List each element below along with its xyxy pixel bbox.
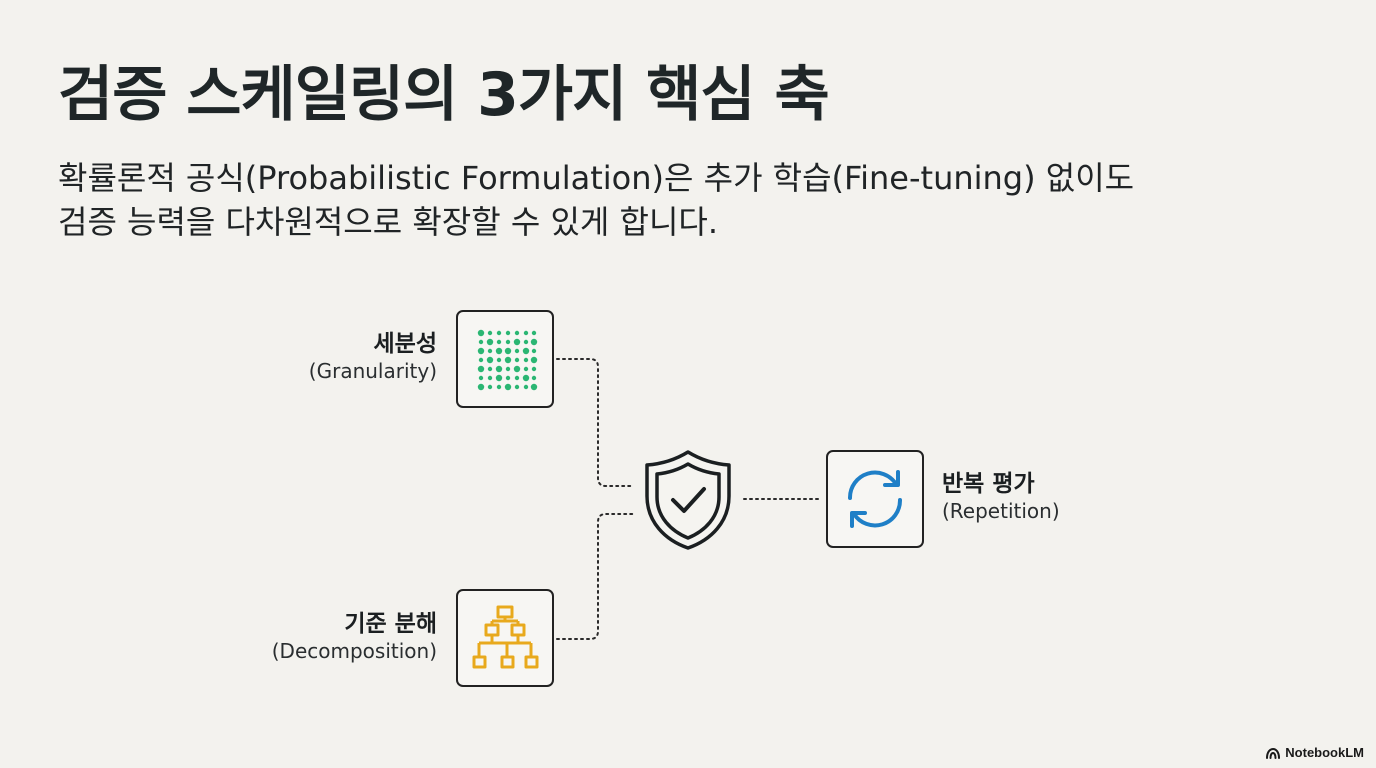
hierarchy-tree-icon [472,605,539,669]
brand-name: NotebookLM [1285,745,1364,760]
granularity-icon-box [456,310,554,408]
repetition-title-ko: 반복 평가 [942,471,1035,497]
shield-check-icon [645,450,731,550]
granularity-title-ko: 세분성 [373,331,437,357]
connector-granularity [556,358,635,487]
decomposition-title-ko: 기준 분해 [344,611,437,637]
decomposition-label: 기준 분해 (Decomposition) [272,610,437,664]
repetition-title-en: (Repetition) [942,498,1060,523]
decomposition-icon-box [456,589,554,687]
notebooklm-logo-icon [1266,747,1281,759]
dot-grid-icon [477,329,538,391]
connector-decomposition [556,513,635,640]
notebooklm-brand: NotebookLM [1265,745,1364,760]
subtitle-line-2: 검증 능력을 다차원적으로 확장할 수 있게 합니다. [58,203,719,241]
slide-subtitle: 확률론적 공식(Probabilistic Formulation)은 추가 학… [58,156,1308,244]
repetition-icon-box [826,450,924,548]
repetition-label: 반복 평가 (Repetition) [942,470,1060,524]
decomposition-title-en: (Decomposition) [271,638,437,663]
granularity-title-en: (Granularity) [308,358,437,383]
slide-title: 검증 스케일링의 3가지 핵심 축 [58,60,830,130]
granularity-label: 세분성 (Granularity) [309,330,437,384]
subtitle-line-1: 확률론적 공식(Probabilistic Formulation)은 추가 학… [58,159,1135,197]
refresh-cycle-icon [847,470,903,528]
